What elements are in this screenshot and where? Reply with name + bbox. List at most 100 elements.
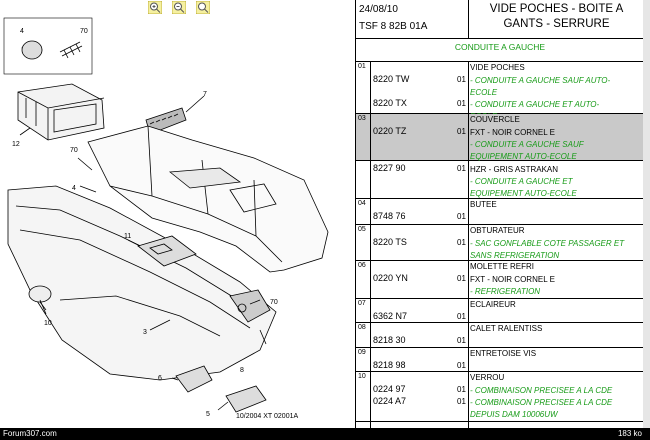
part-quantity: 01: [457, 385, 466, 394]
description-line: EQUIPEMENT AUTO-ECOLE: [470, 189, 577, 198]
parts-section[interactable]: 05 OBTURATEUR 8220 TS 01 - SAC GONFLABLE COT…: [356, 225, 644, 261]
parts-section[interactable]: 09 ENTRETOISE VIS 8218 98 01: [356, 348, 644, 372]
parts-section[interactable]: 07 ECLAIREUR 6362 N7 01: [356, 299, 644, 323]
part-number[interactable]: 0220 TZ: [373, 126, 407, 136]
part-quantity: 01: [457, 127, 466, 136]
description-line: - SAC GONFLABLE COTE PASSAGER ET: [470, 239, 625, 248]
part-description: - COMBINAISON PRECISEE A LA CDE: [470, 385, 642, 397]
part-quantity: 01: [457, 99, 466, 108]
item-title: ENTRETOISE VIS: [470, 349, 537, 358]
vertical-scrollbar[interactable]: [643, 0, 650, 428]
status-bar: Forum307.com 183 ko: [0, 428, 650, 440]
part-quantity: 01: [457, 75, 466, 84]
callout-12: 12: [12, 141, 20, 148]
column-divider-2: [468, 61, 469, 428]
part-quantity: 01: [457, 336, 466, 345]
item-number: 03: [358, 115, 366, 122]
status-site: Forum307.com: [3, 429, 57, 438]
callout-4b: 4: [72, 185, 76, 192]
callout-6: 6: [158, 375, 162, 382]
zoom-out-icon[interactable]: [172, 1, 186, 14]
item-title: VIDE POCHES: [470, 63, 525, 72]
parts-header: 24/08/10 TSF 8 82B 01A VIDE POCHES - BOI…: [356, 0, 644, 39]
callout-70b: 70: [70, 147, 78, 154]
part-quantity: 01: [457, 361, 466, 370]
callout-4: 4: [20, 28, 24, 35]
parts-section[interactable]: 10 VERROU 0224 97 01 - COMBINAISON PRECISEE …: [356, 372, 644, 422]
parts-pane: 24/08/10 TSF 8 82B 01A VIDE POCHES - BOI…: [355, 0, 645, 428]
item-title: MOLETTE REFRI: [470, 262, 535, 271]
part-number[interactable]: 0224 97: [373, 384, 406, 394]
zoom-toolbar: [0, 0, 352, 16]
column-divider-1: [370, 61, 371, 428]
part-number[interactable]: 8220 TW: [373, 74, 410, 84]
part-number[interactable]: 0224 A7: [373, 396, 407, 406]
item-number: 06: [358, 262, 366, 269]
part-quantity: 01: [457, 397, 466, 406]
description-line: - CONDUITE A GAUCHE ET: [470, 177, 573, 186]
parts-section[interactable]: 03 COUVERCLE 0220 TZ 01 FXT - NOIR CORNEL E -…: [356, 114, 644, 161]
part-number[interactable]: 8220 TX: [373, 98, 407, 108]
part-description: - COMBINAISON PRECISEE A LA CDE DEPUIS DA…: [470, 397, 642, 421]
callout-70: 70: [80, 28, 88, 35]
item-title: ECLAIREUR: [470, 300, 516, 309]
part-description: FXT - NOIR CORNEL E - REFRIGERATION: [470, 274, 642, 298]
item-number: 01: [358, 63, 366, 70]
diagram-reference: 10/2004 XT 02001A: [236, 413, 299, 420]
item-title: CALET RALENTISS: [470, 324, 543, 333]
part-number[interactable]: 0220 YN: [373, 273, 408, 283]
exploded-diagram: 4 70 7 12 70 4 11 10 3 70 6 5 8: [3, 17, 329, 418]
part-number[interactable]: 8748 76: [373, 211, 406, 221]
part-number[interactable]: 6362 N7: [373, 311, 408, 321]
description-line: - REFRIGERATION: [470, 287, 541, 296]
part-description: - SAC GONFLABLE COTE PASSAGER ET SANS REF…: [470, 238, 642, 262]
description-line: ECOLE: [470, 88, 498, 97]
part-quantity: 01: [457, 312, 466, 321]
item-number: 09: [358, 349, 366, 356]
part-quantity: 01: [457, 274, 466, 283]
description-line: DEPUIS DAM 10006UW: [470, 410, 558, 419]
callout-11: 11: [124, 233, 131, 240]
parts-section[interactable]: 06 MOLETTE REFRI 0220 YN 01 FXT - NOIR CORNE…: [356, 261, 644, 299]
zoom-reset-icon[interactable]: [196, 1, 210, 14]
parts-section[interactable]: 8227 90 01 HZR - GRIS ASTRAKAN- CONDUITE A…: [356, 161, 644, 199]
description-line: FXT - NOIR CORNEL E: [470, 275, 555, 284]
callout-70c: 70: [270, 299, 278, 306]
zoom-in-icon[interactable]: [148, 1, 162, 14]
item-number: 05: [358, 226, 366, 233]
callout-5: 5: [206, 411, 210, 418]
item-title: OBTURATEUR: [470, 226, 525, 235]
item-number: 10: [358, 373, 366, 380]
callout-3: 3: [143, 329, 147, 336]
header-date: 24/08/10: [359, 4, 398, 15]
part-number[interactable]: 8218 98: [373, 360, 406, 370]
description-line: FXT - NOIR CORNEL E: [470, 128, 555, 137]
description-line: - CONDUITE A GAUCHE ET AUTO-: [470, 100, 600, 109]
part-quantity: 01: [457, 164, 466, 173]
parts-section[interactable]: 01 VIDE POCHES 8220 TW 01 - CONDUITE A GAUCH…: [356, 62, 644, 121]
item-title: BUTEE: [470, 200, 497, 209]
item-number: 07: [358, 300, 366, 307]
status-size: 183 ko: [617, 429, 642, 438]
description-line: SANS REFRIGERATION: [470, 251, 560, 260]
part-quantity: 01: [457, 238, 466, 247]
part-number[interactable]: 8218 30: [373, 335, 406, 345]
callout-10: 10: [44, 320, 52, 327]
part-number[interactable]: 8227 90: [373, 163, 406, 173]
description-line: - COMBINAISON PRECISEE A LA CDE: [470, 386, 613, 395]
item-title: VERROU: [470, 373, 505, 382]
diagram-pane: 4 70 7 12 70 4 11 10 3 70 6 5 8 10/2004 …: [0, 0, 352, 420]
description-line: - CONDUITE A GAUCHE SAUF: [470, 140, 584, 149]
description-line: - COMBINAISON PRECISEE A LA CDE: [470, 398, 613, 407]
part-description: - CONDUITE A GAUCHE SAUF AUTO-ECOLE: [470, 75, 642, 99]
header-divider: [468, 0, 469, 38]
page-title: VIDE POCHES - BOITE A GANTS - SERRURE: [489, 3, 624, 30]
description-line: EQUIPEMENT AUTO-ECOLE: [470, 152, 577, 161]
item-title: COUVERCLE: [470, 115, 520, 124]
part-description: HZR - GRIS ASTRAKAN- CONDUITE A GAUCHE E…: [470, 164, 642, 200]
part-description: FXT - NOIR CORNEL E - CONDUITE A GAUCHE S…: [470, 127, 642, 163]
part-number[interactable]: 8220 TS: [373, 237, 407, 247]
item-number: 04: [358, 200, 366, 207]
